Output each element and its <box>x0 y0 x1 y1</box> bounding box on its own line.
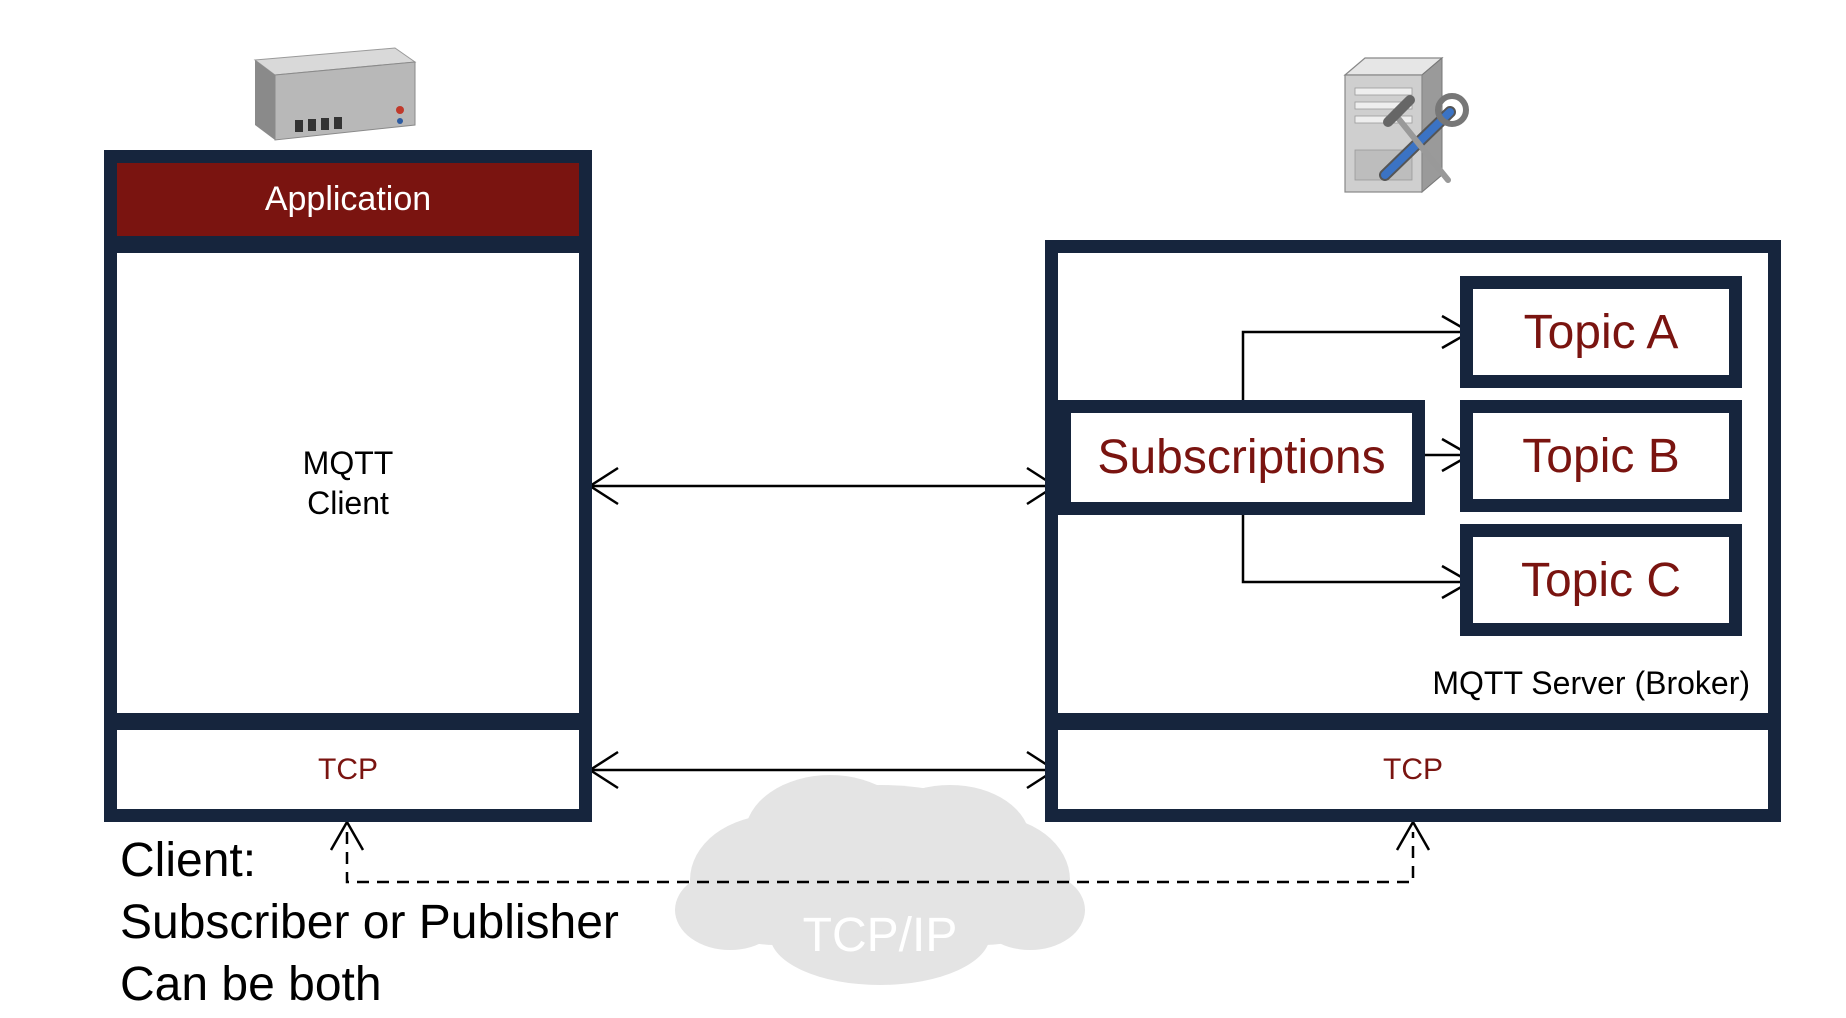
application-label: Application <box>264 180 432 218</box>
application-divider <box>117 236 579 253</box>
topic-a-box: Topic A <box>1460 276 1742 388</box>
client-stack <box>104 150 592 822</box>
subscriptions-label: Subscriptions <box>1097 431 1386 484</box>
topic-b-box: Topic B <box>1460 400 1742 512</box>
tcp-ip-cloud-label: TCP/IP <box>802 908 958 962</box>
client-tcp-layer: TCP <box>117 730 579 809</box>
broker-tcp-label: TCP <box>1383 752 1443 786</box>
tcp-ip-dashed-path <box>329 819 1431 884</box>
mqtt-client-label-line2: Client <box>307 485 389 521</box>
tcp-ip-cloud <box>675 775 1085 985</box>
caption-line3: Can be both <box>120 958 382 1011</box>
application-layer: Application <box>117 163 579 236</box>
topic-a-label: Topic A <box>1523 305 1679 359</box>
broker-stack <box>1045 240 1781 822</box>
caption-line2: Subscriber or Publisher <box>120 896 619 949</box>
client-computer-icon <box>253 47 417 141</box>
mqtt-connection-arrow <box>587 466 1058 506</box>
mqtt-client-layer: MQTT Client <box>117 253 579 713</box>
subscriptions-box: Subscriptions <box>1058 400 1425 515</box>
topic-c-label: Topic C <box>1520 553 1682 607</box>
client-tcp-divider <box>117 713 579 730</box>
topic-b-label: Topic B <box>1522 429 1680 483</box>
topic-c-box: Topic C <box>1460 524 1742 636</box>
client-tcp-label: TCP <box>318 752 378 786</box>
caption-line1: Client: <box>120 834 257 887</box>
client-caption: Client: Subscriber or Publisher Can be b… <box>120 830 680 1016</box>
broker-tcp-layer: TCP <box>1058 730 1768 809</box>
broker-tcp-divider <box>1058 713 1768 730</box>
broker-server-label: MQTT Server (Broker) <box>1432 665 1750 701</box>
server-tools-icon <box>1343 56 1469 194</box>
mqtt-client-label-line1: MQTT <box>302 445 394 481</box>
